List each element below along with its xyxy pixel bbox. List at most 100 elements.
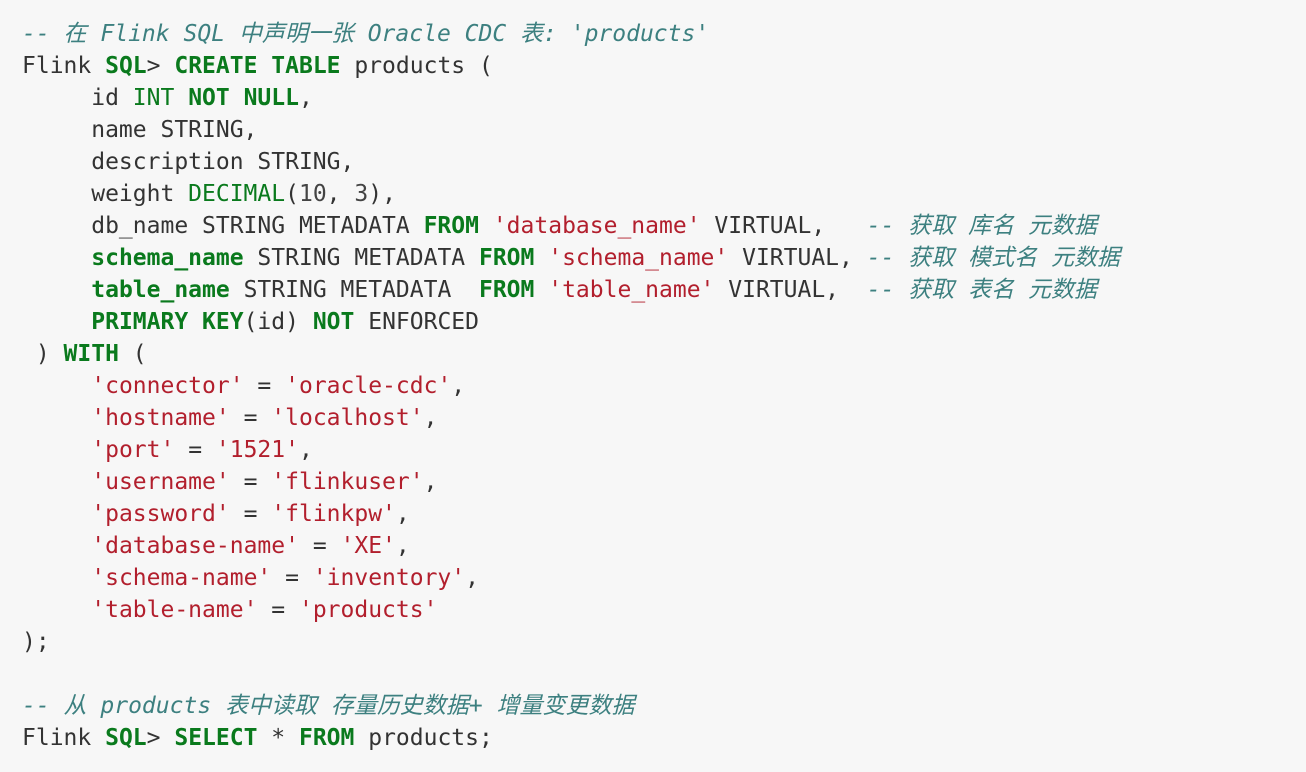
text-token bbox=[22, 437, 91, 463]
text-token: ) bbox=[22, 341, 64, 367]
text-token: VIRTUAL, bbox=[700, 213, 867, 239]
text-token: * bbox=[257, 725, 299, 751]
text-token: Flink bbox=[22, 725, 106, 751]
code-line: 'table-name' = 'products' bbox=[22, 594, 1306, 626]
text-token: > bbox=[146, 53, 175, 79]
comment-token: -- 获取 表名 元数据 bbox=[866, 277, 1097, 303]
string-token: 'schema_name' bbox=[548, 245, 729, 271]
text-token: weight bbox=[22, 181, 189, 207]
keyword-token: FROM bbox=[478, 245, 535, 271]
number-token: 3 bbox=[354, 181, 369, 207]
code-line bbox=[22, 658, 1306, 690]
text-token: = bbox=[229, 469, 272, 495]
string-token: 'database-name' bbox=[91, 533, 299, 559]
text-token: , bbox=[423, 469, 438, 495]
text-token: , bbox=[395, 533, 410, 559]
string-token: 'inventory' bbox=[312, 565, 466, 591]
code-line: Flink SQL> CREATE TABLE products ( bbox=[22, 50, 1306, 82]
text-token: description STRING, bbox=[22, 149, 355, 175]
number-token: 10 bbox=[298, 181, 327, 207]
keyword-token: WITH bbox=[63, 341, 119, 367]
comment-token: -- 获取 库名 元数据 bbox=[866, 213, 1097, 239]
code-line: db_name STRING METADATA FROM 'database_n… bbox=[22, 210, 1306, 242]
string-token: 'flinkuser' bbox=[271, 469, 424, 495]
text-token bbox=[174, 85, 188, 111]
string-token: 'schema-name' bbox=[91, 565, 272, 591]
type-token: DECIMAL bbox=[188, 181, 286, 207]
text-token: db_name STRING METADATA bbox=[22, 213, 424, 239]
text-token: ), bbox=[368, 181, 396, 207]
text-token: VIRTUAL, bbox=[714, 277, 867, 303]
code-line: 'hostname' = 'localhost', bbox=[22, 402, 1306, 434]
comment-token: -- 从 products 表中读取 存量历史数据+ 增量变更数据 bbox=[22, 693, 635, 719]
text-token: = bbox=[298, 533, 341, 559]
text-token bbox=[534, 245, 548, 271]
text-token: , bbox=[423, 405, 438, 431]
text-token: = bbox=[174, 437, 216, 463]
text-token bbox=[22, 373, 91, 399]
text-token: = bbox=[243, 373, 286, 399]
text-token: Flink bbox=[22, 53, 106, 79]
text-token bbox=[22, 565, 91, 591]
text-token: STRING METADATA bbox=[243, 245, 479, 271]
text-token bbox=[534, 277, 548, 303]
keyword-token: SQL bbox=[105, 53, 147, 79]
text-token: , bbox=[298, 85, 313, 111]
text-token: STRING METADATA bbox=[229, 277, 479, 303]
string-token: 'password' bbox=[91, 501, 230, 527]
keyword-token: NOT bbox=[312, 309, 355, 335]
text-token bbox=[22, 597, 91, 623]
text-token: = bbox=[229, 405, 272, 431]
code-line: 'connector' = 'oracle-cdc', bbox=[22, 370, 1306, 402]
code-line: -- 从 products 表中读取 存量历史数据+ 增量变更数据 bbox=[22, 690, 1306, 722]
code-line: -- 在 Flink SQL 中声明一张 Oracle CDC 表: 'prod… bbox=[22, 18, 1306, 50]
text-token bbox=[22, 309, 91, 335]
text-token: VIRTUAL, bbox=[728, 245, 867, 271]
keyword-token: SELECT bbox=[174, 725, 258, 751]
code-line: schema_name STRING METADATA FROM 'schema… bbox=[22, 242, 1306, 274]
string-token: 'oracle-cdc' bbox=[285, 373, 452, 399]
keyword-token: schema_name bbox=[91, 245, 244, 271]
code-line: 'password' = 'flinkpw', bbox=[22, 498, 1306, 530]
keyword-token: FROM bbox=[478, 277, 535, 303]
string-token: 'database_name' bbox=[492, 213, 701, 239]
code-line: weight DECIMAL(10, 3), bbox=[22, 178, 1306, 210]
text-token: name STRING, bbox=[22, 117, 258, 143]
text-token bbox=[22, 277, 91, 303]
text-token: = bbox=[257, 597, 299, 623]
comment-token: -- 获取 模式名 元数据 bbox=[866, 245, 1120, 271]
string-token: 'table_name' bbox=[548, 277, 715, 303]
comment-token: -- 在 Flink SQL 中声明一张 Oracle CDC 表: 'prod… bbox=[22, 21, 710, 47]
text-token: = bbox=[271, 565, 313, 591]
text-token: > bbox=[146, 725, 175, 751]
text-token: , bbox=[298, 437, 313, 463]
text-token: , bbox=[451, 373, 466, 399]
code-line: 'schema-name' = 'inventory', bbox=[22, 562, 1306, 594]
code-line: ) WITH ( bbox=[22, 338, 1306, 370]
code-line: description STRING, bbox=[22, 146, 1306, 178]
string-token: 'products' bbox=[298, 597, 438, 623]
code-line: Flink SQL> SELECT * FROM products; bbox=[22, 722, 1306, 754]
string-token: 'table-name' bbox=[91, 597, 258, 623]
text-token bbox=[22, 405, 91, 431]
string-token: 'localhost' bbox=[271, 405, 424, 431]
text-token: ( bbox=[285, 181, 299, 207]
keyword-token: FROM bbox=[423, 213, 479, 239]
string-token: 'username' bbox=[91, 469, 230, 495]
code-line: id INT NOT NULL, bbox=[22, 82, 1306, 114]
text-token: ENFORCED bbox=[354, 309, 479, 335]
text-token: , bbox=[326, 181, 355, 207]
code-line: 'username' = 'flinkuser', bbox=[22, 466, 1306, 498]
string-token: 'connector' bbox=[91, 373, 244, 399]
text-token: ); bbox=[22, 629, 50, 655]
keyword-token: table_name bbox=[91, 277, 230, 303]
code-line: PRIMARY KEY(id) NOT ENFORCED bbox=[22, 306, 1306, 338]
code-line: table_name STRING METADATA FROM 'table_n… bbox=[22, 274, 1306, 306]
keyword-token: CREATE TABLE bbox=[174, 53, 341, 79]
text-token: products ( bbox=[340, 53, 493, 79]
text-token: = bbox=[229, 501, 272, 527]
keyword-token: NOT NULL bbox=[188, 85, 299, 111]
text-token: ( bbox=[118, 341, 147, 367]
code-line: 'port' = '1521', bbox=[22, 434, 1306, 466]
